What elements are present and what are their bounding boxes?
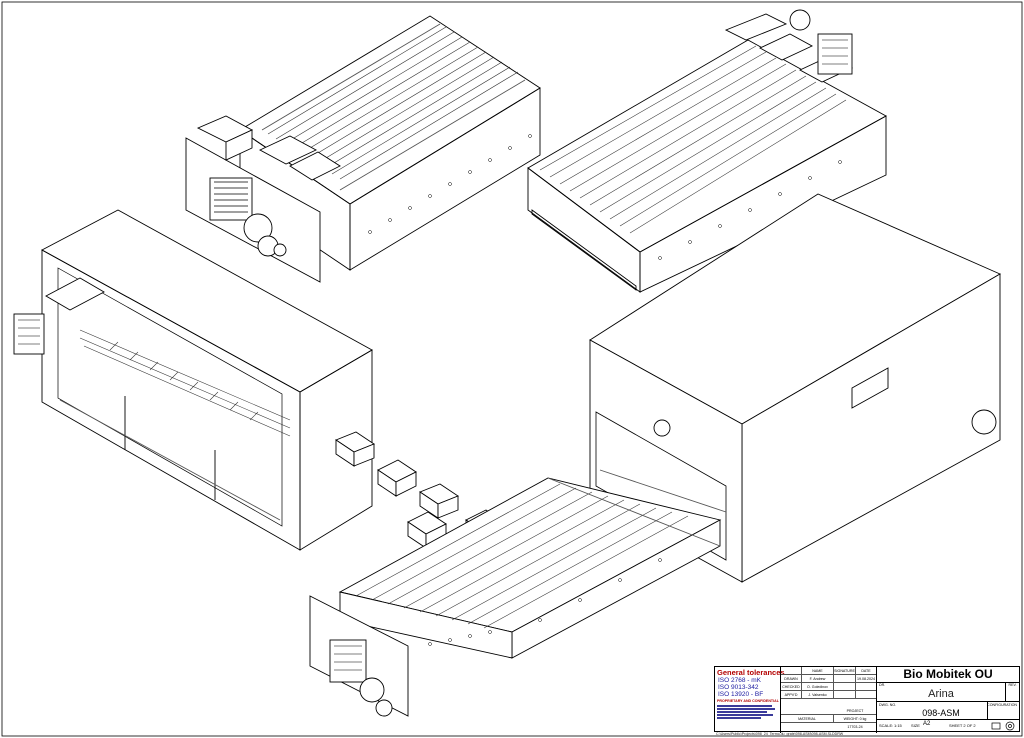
rev-label: REV.: [1005, 682, 1019, 702]
sheet-number: SHEET 2 OF 2: [949, 723, 976, 728]
header-name: NAME: [802, 667, 834, 675]
material-code: 17703-24: [847, 725, 863, 729]
title-block: General tolerances ISO 2768 - mK ISO 901…: [714, 666, 1020, 733]
role-approved: APPV'D: [781, 691, 802, 699]
drawn-date: 19.08.2024: [857, 677, 875, 681]
header-signature: SIGNATURE: [834, 667, 856, 675]
tolerance-line-2: ISO 9013-342: [718, 684, 759, 691]
approved-by: J. Valsenko: [802, 691, 834, 699]
role-checked: CHECKED: [781, 683, 802, 691]
approval-table: NAME SIGNATURE DATE DRAWN F. Andrew 19.0…: [781, 667, 877, 733]
proprietary-label: PROPRIETARY AND CONFIDENTIAL: [717, 699, 779, 703]
checked-date: [856, 683, 876, 691]
drawing-number: 098-ASM: [922, 708, 960, 718]
confidentiality-note: [717, 704, 777, 722]
material-label: MATERIAL: [781, 715, 834, 723]
tolerances-heading: General tolerances: [717, 668, 785, 677]
projection-symbol-icon: [991, 721, 1015, 731]
housing-closed-view-right: [589, 193, 1001, 583]
drawn-by: F. Andrew: [802, 675, 834, 683]
approved-date: [856, 691, 876, 699]
configuration-label: CONFIGURATION: [987, 703, 1017, 707]
scale-label: SCALE:: [879, 723, 894, 728]
grate-module-view-extracted: [309, 469, 727, 717]
general-tolerances: General tolerances ISO 2768 - mK ISO 901…: [715, 667, 785, 733]
tolerance-line-1: ISO 2768 - mK: [718, 677, 761, 684]
weight-label: WEIGHT: 0 kg: [843, 717, 867, 721]
grate-module-view-top-right: [527, 9, 887, 293]
scale-value: 1:15: [894, 723, 902, 728]
role-drawn: DRAWN: [781, 675, 802, 683]
dwg-no-label: DWG. NO.: [879, 703, 897, 707]
company-name: Bio Mobitek OU: [877, 667, 1019, 683]
header-date: DATE: [861, 669, 871, 673]
drawing-title: Arina: [928, 688, 954, 700]
tolerance-line-3: ISO 13920 - BF: [718, 691, 764, 698]
drawing-info: Bio Mobitek OU DR. REV. Arina DWG. NO. C…: [877, 667, 1019, 733]
file-path: C:\Users\Public\Projects\098_24_Termo-il…: [716, 732, 844, 736]
size-value: A2: [923, 721, 931, 727]
project-label: PROJECT: [846, 709, 864, 713]
housing-cutaway-view-left: [13, 209, 373, 551]
size-label: SIZE: [911, 723, 920, 728]
grate-module-view-top-left: [185, 15, 541, 283]
title-label: DR.: [879, 683, 886, 687]
checked-by: O. Goledinov: [802, 683, 834, 691]
